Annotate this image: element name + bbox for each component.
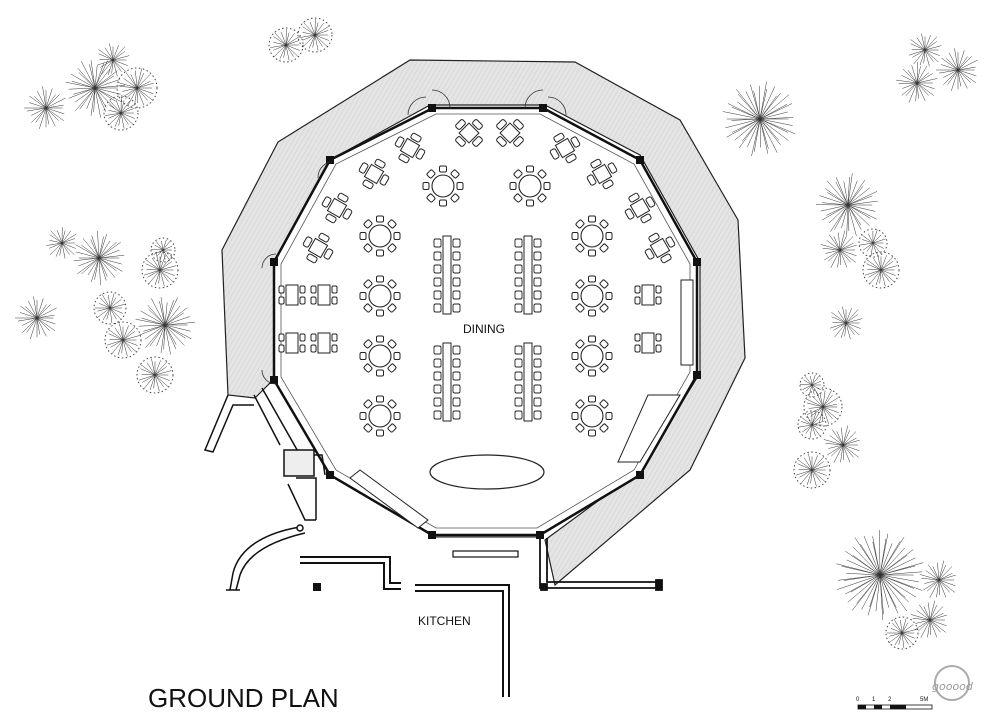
tree xyxy=(936,48,978,91)
tree xyxy=(73,230,125,286)
east-wing xyxy=(539,538,663,591)
long-table xyxy=(514,342,542,422)
columns xyxy=(270,104,701,539)
scale-bar: 0 1 2 5M xyxy=(856,697,933,710)
kitchen-label: KITCHEN xyxy=(418,614,471,628)
tree xyxy=(297,17,333,53)
tables-round xyxy=(359,165,613,437)
landscape-trees xyxy=(15,17,978,650)
tree xyxy=(829,306,863,340)
tree xyxy=(919,560,956,598)
scale-tick-2: 2 xyxy=(888,697,892,703)
tree xyxy=(908,33,942,67)
long-table xyxy=(433,235,461,315)
tree xyxy=(46,227,77,259)
tree xyxy=(15,296,57,339)
tree xyxy=(820,230,857,268)
watermark-text: gooood xyxy=(932,680,974,693)
dining-label: DINING xyxy=(463,322,505,336)
round-table xyxy=(359,275,401,317)
tree xyxy=(799,372,825,398)
tree xyxy=(65,60,125,118)
tables-cross xyxy=(302,119,676,264)
tables-long xyxy=(433,235,542,422)
tree xyxy=(803,387,843,427)
oval-feature xyxy=(429,454,545,490)
door-swings xyxy=(261,89,567,385)
tree xyxy=(116,67,158,109)
tables-rect-small xyxy=(278,284,662,354)
watermark: gooood xyxy=(932,665,974,701)
tree xyxy=(885,616,919,650)
tree xyxy=(104,321,142,359)
round-table xyxy=(359,215,401,257)
tree xyxy=(910,600,947,638)
round-table xyxy=(571,215,613,257)
round-table xyxy=(509,165,551,207)
round-table xyxy=(571,335,613,377)
tree xyxy=(862,251,900,289)
tree xyxy=(96,43,130,77)
tree xyxy=(136,356,174,394)
terrace-ring xyxy=(221,59,746,587)
dining-hall-inner-line xyxy=(280,113,691,529)
tree xyxy=(823,425,860,463)
tree xyxy=(836,529,924,620)
scale-tick-5m: 5M xyxy=(920,697,928,703)
long-table xyxy=(514,235,542,315)
plan-title: GROUND PLAN xyxy=(148,683,339,713)
entry-threshold xyxy=(432,536,540,558)
kitchen-walls xyxy=(300,556,510,697)
round-table xyxy=(571,395,613,437)
tree xyxy=(722,81,796,157)
tree xyxy=(896,61,938,103)
round-table xyxy=(359,335,401,377)
west-annex xyxy=(203,387,326,591)
tree xyxy=(24,86,66,129)
tree xyxy=(268,27,304,63)
tree xyxy=(858,228,888,258)
tree xyxy=(815,173,878,236)
round-table xyxy=(422,165,464,207)
scale-tick-1: 1 xyxy=(872,697,876,703)
round-table xyxy=(571,275,613,317)
tree xyxy=(135,297,195,355)
tree xyxy=(103,95,139,131)
tree xyxy=(93,291,127,325)
counters xyxy=(349,279,694,529)
scale-tick-0: 0 xyxy=(856,697,860,703)
long-table xyxy=(433,342,461,422)
tree xyxy=(793,451,831,489)
round-table xyxy=(359,395,401,437)
tree xyxy=(797,410,827,440)
tree xyxy=(150,237,176,263)
tree xyxy=(141,251,179,289)
